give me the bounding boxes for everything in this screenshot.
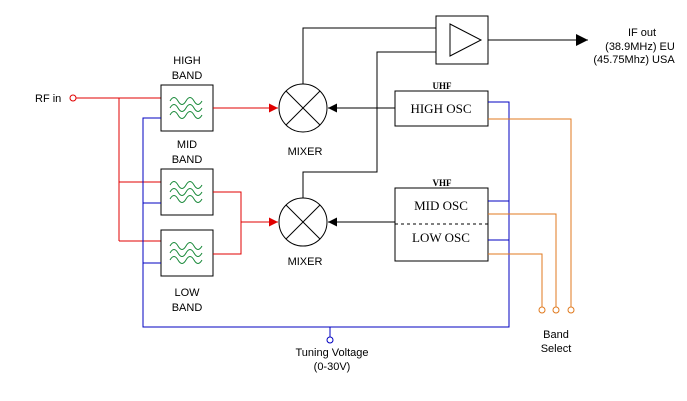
rf-distribution-wires [76,97,161,242]
low-band-label-line1: LOW [174,287,200,299]
band-select-label-line2: Select [541,343,572,355]
osc-to-mixer-wires [328,103,395,227]
low-band-label-line2: BAND [172,302,203,314]
high-osc-box: HIGH OSC [394,90,489,127]
if-out-label: IF out [628,27,656,39]
high-osc-label: HIGH OSC [410,101,471,116]
band-select-label-line1: Band [543,329,569,341]
band-select-wires [488,118,572,307]
mixer-top-label: MIXER [288,146,323,158]
mixer-bottom-label: MIXER [288,256,323,268]
band-select-terminal-low [538,306,546,314]
low-osc-label: LOW OSC [412,230,470,245]
rf-in-terminal [69,94,77,102]
if-eu-label: (38.9MHz) EU [605,41,675,53]
band-select-terminal-high [567,306,575,314]
amplifier-triangle-icon [449,23,483,57]
mid-band-filter [160,168,214,216]
mid-band-label-line2: BAND [172,154,203,166]
rf-in-label: RF in [35,93,61,105]
tuning-voltage-label-line2: (0-30V) [314,361,351,373]
band-select-terminal-mid [552,306,560,314]
uhf-label: UHF [433,81,453,91]
tuning-voltage-terminal [326,336,334,344]
bandpass-filter-wave-icon [169,181,203,203]
mid-osc-label: MID OSC [414,198,468,213]
if-usa-label: (45.75Mhz) USA [593,54,675,66]
vhf-label: VHF [433,178,453,188]
mixer-to-amplifier-wires [302,27,436,198]
mixer-top [278,83,328,133]
high-band-label-line2: BAND [172,70,203,82]
tuning-voltage-bus [142,101,510,337]
filter-to-mixer-wires [213,103,278,255]
if-amplifier [435,15,489,65]
bandpass-filter-wave-icon [169,242,203,264]
vhf-osc-box: MID OSC LOW OSC [394,187,489,262]
bandpass-filter-wave-icon [169,97,203,119]
high-band-label-line1: HIGH [173,55,201,67]
high-band-filter [160,84,214,132]
mixer-bottom [278,197,328,247]
low-band-filter [160,229,214,277]
tuning-voltage-label-line1: Tuning Voltage [296,347,369,359]
mixer-cross-circle-icon [285,204,321,240]
mid-band-label-line1: MID [177,139,197,151]
mixer-cross-circle-icon [285,90,321,126]
